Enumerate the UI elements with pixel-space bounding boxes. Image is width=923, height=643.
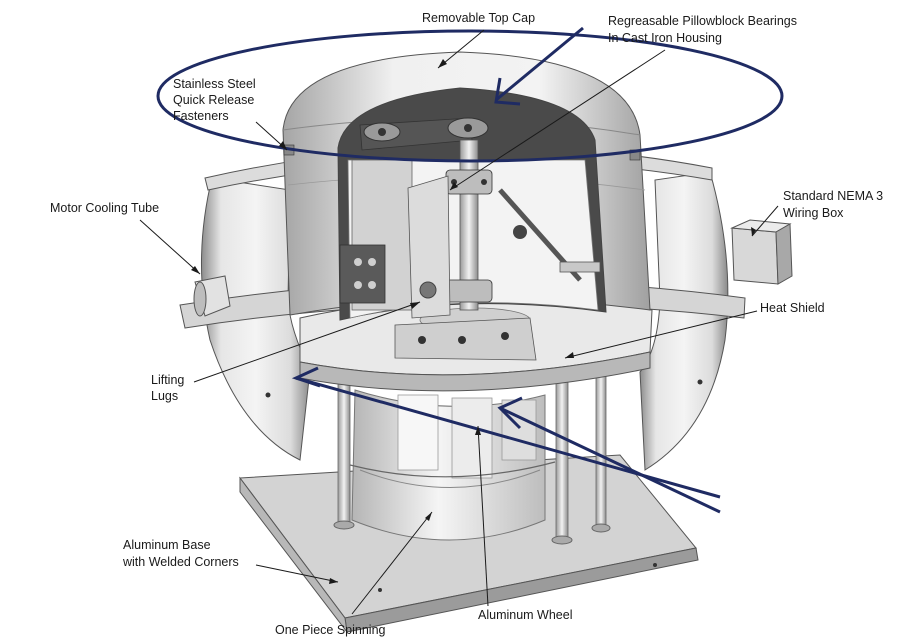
aluminum-wheel	[349, 389, 556, 541]
belt-drive	[359, 117, 489, 151]
motor-cooling-tube	[193, 275, 231, 317]
label-top-cap: Removable Top Cap	[422, 11, 535, 25]
motor-bracket	[407, 175, 601, 319]
label-base-line2: with Welded Corners	[122, 555, 239, 569]
label-base-line1: Aluminum Base	[123, 538, 211, 552]
label-fasteners-line2: Quick Release	[173, 93, 254, 107]
leader-lines	[139, 29, 779, 615]
labels: Removable Top Cap Regreasable Pillowbloc…	[50, 11, 883, 637]
label-fasteners-line3: Fasteners	[173, 109, 229, 123]
wiring-box	[730, 219, 793, 285]
label-wiring-line1: Standard NEMA 3	[783, 189, 883, 203]
motor	[339, 159, 413, 311]
highlight-arrow-top-shaft	[495, 26, 584, 102]
label-bearings-line2: In Cast Iron Housing	[608, 31, 722, 45]
label-spinning: One Piece Spinning	[275, 623, 386, 637]
leader-arrowheads	[191, 59, 756, 584]
label-cooling-tube: Motor Cooling Tube	[50, 201, 159, 215]
highlight-arrow-left-head	[291, 366, 321, 388]
highlight-line-lower-2	[499, 406, 721, 514]
label-fasteners-line1: Stainless Steel	[173, 77, 256, 91]
label-lugs-line2: Lugs	[151, 389, 178, 403]
overlay-annotations	[156, 26, 784, 514]
label-heat-shield: Heat Shield	[760, 301, 825, 315]
label-wiring-line2: Wiring Box	[783, 206, 844, 220]
label-wheel: Aluminum Wheel	[478, 608, 572, 622]
support-rods	[333, 367, 611, 545]
pillowblock-bearings	[445, 169, 493, 303]
highlight-ellipse	[156, 29, 784, 163]
lifting-lugs	[394, 317, 537, 361]
label-bearings-line1: Regreasable Pillowblock Bearings	[608, 14, 797, 28]
highlight-arrow-right-head	[497, 396, 523, 430]
label-lugs-line1: Lifting	[151, 373, 184, 387]
highlight-arrow-top-head	[494, 77, 521, 106]
